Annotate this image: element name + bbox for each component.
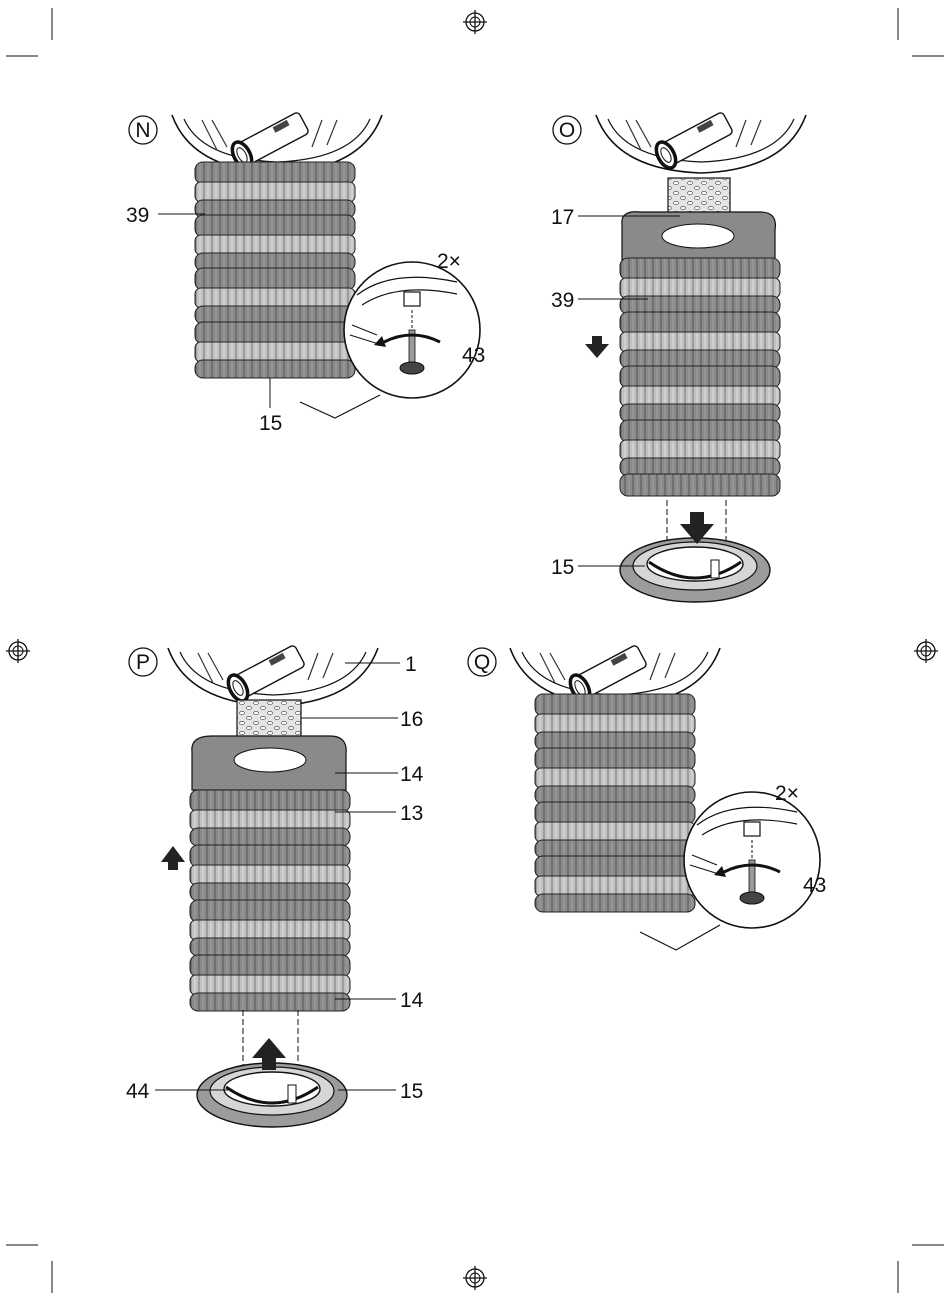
label-mid-sponge: 13: [400, 802, 423, 825]
label-filter: 39: [551, 289, 574, 312]
arrow-down-icon: [585, 336, 609, 358]
label-pump: 1: [405, 653, 417, 676]
panel-letter: P: [136, 651, 150, 674]
registration-mark-icon: [463, 10, 487, 34]
panel-o: O 17 39 15: [551, 110, 806, 602]
label-top-sponge: 14: [400, 763, 424, 786]
panel-letter: O: [559, 119, 575, 142]
label-count: 2×: [775, 782, 799, 805]
label-filter: 39: [126, 204, 149, 227]
label-bottom-sponge: 14: [400, 989, 424, 1012]
registration-mark-icon: [914, 639, 938, 663]
panel-p: P 1 16 14 13 14 44 15: [126, 643, 424, 1127]
label-tube: 17: [551, 206, 574, 229]
registration-mark-icon: [6, 639, 30, 663]
label-tube: 16: [400, 708, 423, 731]
label-screw: 43: [803, 874, 826, 897]
registration-mark-icon: [463, 1266, 487, 1290]
panel-n: N 39 15 2× 43: [126, 110, 485, 435]
label-seal: 44: [126, 1080, 150, 1103]
label-screw: 43: [462, 344, 485, 367]
label-base: 15: [400, 1080, 423, 1103]
panel-q: Q 2× 43: [468, 643, 826, 950]
panel-letter: Q: [474, 651, 490, 674]
label-count: 2×: [437, 250, 461, 273]
panel-letter: N: [135, 119, 150, 142]
arrow-up-icon: [161, 846, 185, 870]
label-base: 15: [259, 412, 282, 435]
label-base: 15: [551, 556, 574, 579]
